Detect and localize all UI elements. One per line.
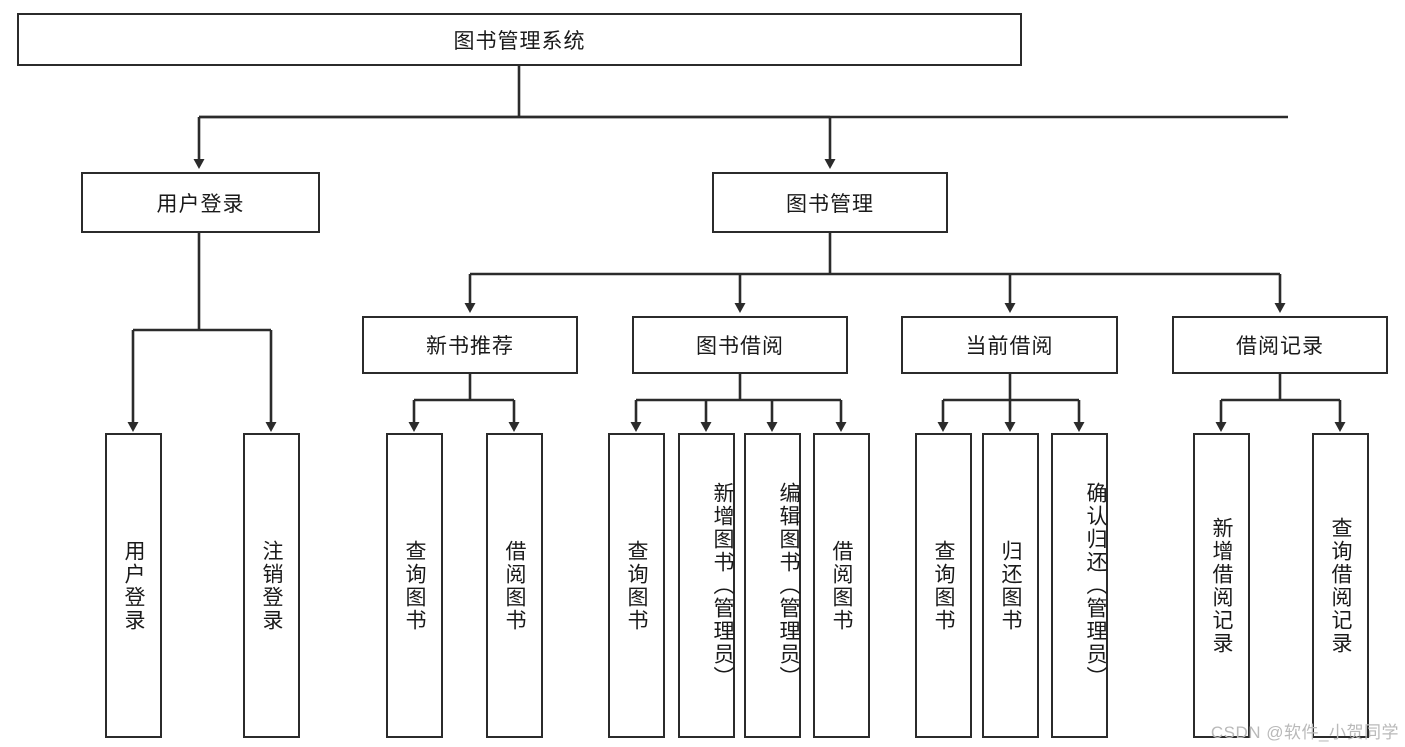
- node-label: 用户登录: [122, 539, 145, 632]
- node-leaf-borrow-book-1[interactable]: 借阅图书: [486, 433, 543, 738]
- node-user-login[interactable]: 用户登录: [81, 172, 320, 233]
- node-book-borrow[interactable]: 图书借阅: [632, 316, 848, 374]
- node-root-book-management-system[interactable]: 图书管理系统: [17, 13, 1022, 66]
- node-label: 用户登录: [156, 192, 245, 216]
- node-label: 借阅图书: [503, 539, 526, 632]
- node-label: 借阅图书: [830, 539, 853, 632]
- node-label: 确认归还（管理员）: [1084, 482, 1107, 689]
- node-book-manage[interactable]: 图书管理: [712, 172, 948, 233]
- node-leaf-return-book[interactable]: 归还图书: [982, 433, 1039, 738]
- node-leaf-user-login[interactable]: 用户登录: [105, 433, 162, 738]
- node-label: 查询借阅记录: [1329, 516, 1352, 655]
- node-leaf-query-book-1[interactable]: 查询图书: [386, 433, 443, 738]
- node-label: 查询图书: [625, 539, 648, 632]
- node-label: 新增图书（管理员）: [711, 482, 734, 689]
- node-label: 归还图书: [999, 539, 1022, 632]
- node-label: 查询图书: [932, 539, 955, 632]
- node-label: 图书管理: [786, 192, 874, 216]
- node-label: 新书推荐: [426, 335, 514, 358]
- node-leaf-query-borrow-record[interactable]: 查询借阅记录: [1312, 433, 1369, 738]
- node-label: 注销登录: [260, 539, 283, 632]
- node-label: 当前借阅: [965, 335, 1054, 358]
- node-new-book-recommend[interactable]: 新书推荐: [362, 316, 578, 374]
- node-leaf-edit-book[interactable]: 编辑图书（管理员）: [744, 433, 801, 738]
- watermark-text: CSDN @软件_小贺同学: [1210, 723, 1399, 742]
- node-leaf-query-book-3[interactable]: 查询图书: [915, 433, 972, 738]
- node-leaf-query-book-2[interactable]: 查询图书: [608, 433, 665, 738]
- node-label: 新增借阅记录: [1210, 516, 1233, 655]
- node-leaf-confirm-return[interactable]: 确认归还（管理员）: [1051, 433, 1108, 738]
- node-leaf-user-logout[interactable]: 注销登录: [243, 433, 300, 738]
- node-label: 图书借阅: [696, 335, 784, 358]
- node-label: 图书管理系统: [453, 29, 586, 53]
- node-label: 借阅记录: [1236, 335, 1324, 358]
- node-label: 编辑图书（管理员）: [777, 482, 800, 689]
- node-current-borrow[interactable]: 当前借阅: [901, 316, 1118, 374]
- node-leaf-borrow-book-2[interactable]: 借阅图书: [813, 433, 870, 738]
- node-label: 查询图书: [403, 539, 426, 632]
- node-leaf-add-book[interactable]: 新增图书（管理员）: [678, 433, 735, 738]
- node-leaf-add-borrow-record[interactable]: 新增借阅记录: [1193, 433, 1250, 738]
- node-borrow-record[interactable]: 借阅记录: [1172, 316, 1388, 374]
